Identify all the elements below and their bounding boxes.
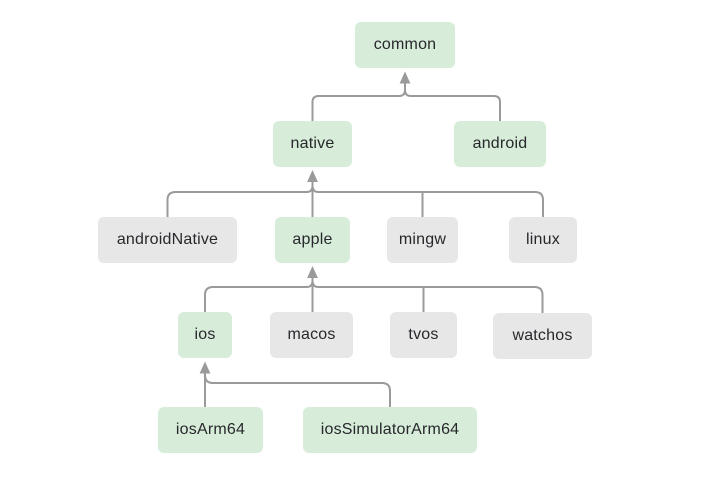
- edge-ios-to-apple: [204, 278, 314, 312]
- node-iossimulatorarm64: iosSimulatorArm64: [303, 407, 477, 453]
- node-apple: apple: [275, 217, 350, 263]
- arrow-up-icon: [307, 266, 318, 278]
- edge-native-to-common: [311, 83, 406, 121]
- node-linux: linux: [509, 217, 577, 263]
- node-iosarm64: iosArm64: [158, 407, 263, 453]
- node-mingw: mingw: [387, 217, 458, 263]
- edge-androidnative-to-native: [166, 182, 314, 217]
- node-ios: ios: [178, 312, 232, 358]
- edge-iossimulatorarm64-to-ios: [204, 374, 391, 407]
- node-watchos: watchos: [493, 313, 592, 359]
- node-tvos: tvos: [390, 312, 457, 358]
- edge-linux-to-native: [311, 182, 544, 217]
- node-macos: macos: [270, 312, 353, 358]
- edge-watchos-to-apple: [311, 278, 544, 313]
- node-native: native: [273, 121, 352, 167]
- node-android: android: [454, 121, 546, 167]
- arrow-up-icon: [307, 170, 318, 182]
- node-androidnative: androidNative: [98, 217, 237, 263]
- arrow-up-icon: [399, 71, 411, 84]
- arrow-up-icon: [199, 361, 211, 374]
- edge-android-to-common: [404, 83, 501, 121]
- node-common: common: [355, 22, 455, 68]
